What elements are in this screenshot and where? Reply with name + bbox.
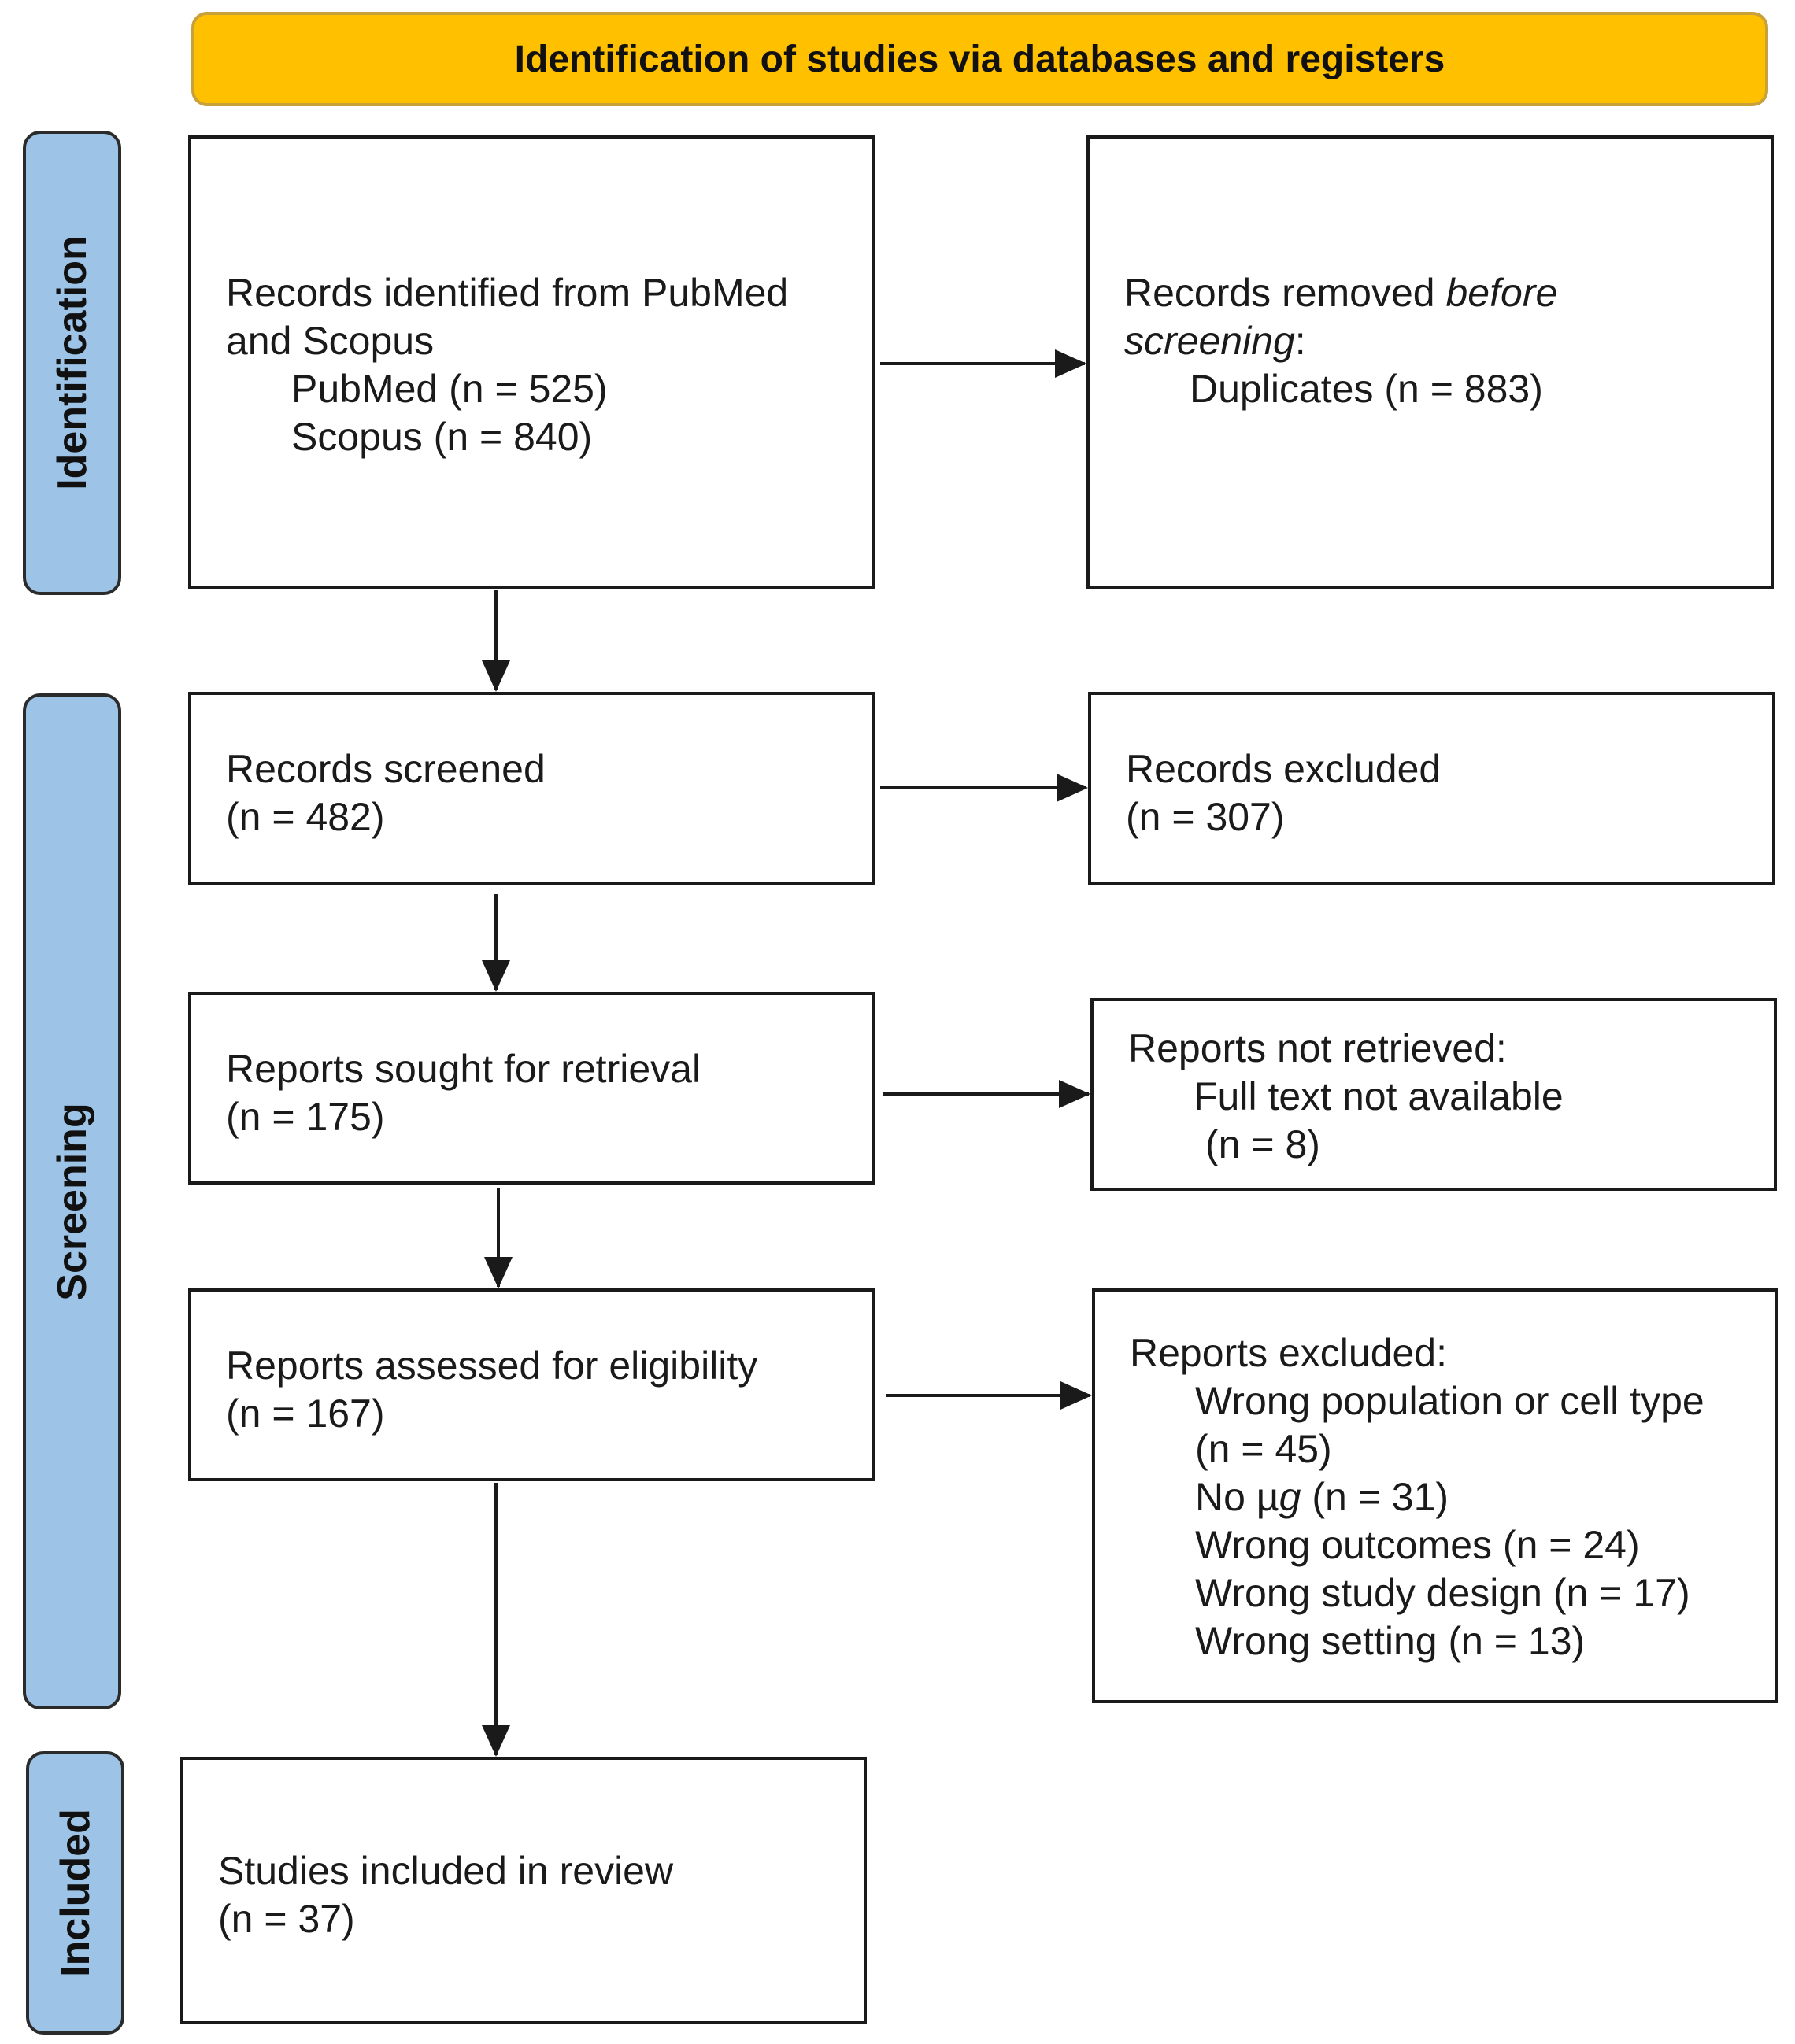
records-removed-heading-cont: screening: [1124, 317, 1557, 365]
exclusion-reason-2: No µg (n = 31) [1130, 1473, 1704, 1521]
records-excluded-count: (n = 307) [1126, 795, 1285, 839]
records-excluded-label: Records excluded [1126, 747, 1442, 791]
exclusion-reason-2-prefix: No µ [1195, 1475, 1279, 1519]
records-screened-count: (n = 482) [226, 795, 385, 839]
reports-sought-box: Reports sought for retrieval (n = 175) [188, 992, 875, 1185]
reports-assessed-label: Reports assessed for eligibility [226, 1344, 758, 1388]
exclusion-reason-1-count: (n = 45) [1195, 1427, 1332, 1471]
studies-included-label: Studies included in review [218, 1849, 674, 1893]
reports-not-retrieved-box: Reports not retrieved: Full text not ava… [1090, 998, 1777, 1191]
records-identified-box: Records identified from PubMed and Scopu… [188, 135, 875, 589]
reports-excluded-box: Reports excluded: Wrong population or ce… [1092, 1288, 1778, 1703]
reports-sought-label: Reports sought for retrieval [226, 1047, 701, 1091]
exclusion-reason-5: Wrong setting (n = 13) [1195, 1619, 1586, 1663]
studies-included-box: Studies included in review (n = 37) [180, 1757, 867, 2024]
records-removed-suffix: : [1294, 319, 1306, 363]
reports-assessed-count: (n = 167) [226, 1392, 385, 1436]
records-identified-line2: and Scopus [226, 319, 435, 363]
records-identified-line1: Records identified from PubMed [226, 271, 789, 315]
not-retrieved-count: (n = 8) [1205, 1122, 1320, 1166]
exclusion-reason-1: Wrong population or cell type [1195, 1379, 1704, 1423]
exclusion-reason-3: Wrong outcomes (n = 24) [1195, 1523, 1640, 1567]
exclusion-reason-2-count: (n = 31) [1301, 1475, 1449, 1519]
header-banner: Identification of studies via databases … [191, 12, 1768, 106]
phase-included: Included [26, 1751, 124, 2035]
exclusion-reason-2-emph: g [1279, 1475, 1301, 1519]
records-screened-label: Records screened [226, 747, 546, 791]
reports-excluded-label: Reports excluded: [1130, 1331, 1448, 1375]
records-removed-emph2: screening [1124, 319, 1295, 363]
phase-screening: Screening [23, 693, 121, 1709]
records-screened-box: Records screened (n = 482) [188, 692, 875, 885]
records-removed-emph1: before [1445, 271, 1558, 315]
studies-included-count: (n = 37) [218, 1897, 355, 1941]
reports-not-retrieved-label: Reports not retrieved: [1128, 1026, 1507, 1070]
records-removed-heading: Records removed before [1124, 269, 1557, 317]
records-excluded-box: Records excluded (n = 307) [1088, 692, 1775, 885]
full-text-reason: Full text not available [1194, 1074, 1564, 1118]
records-removed-prefix: Records removed [1124, 271, 1446, 315]
pubmed-count: PubMed (n = 525) [291, 367, 608, 411]
reports-assessed-box: Reports assessed for eligibility (n = 16… [188, 1288, 875, 1481]
duplicates-count: Duplicates (n = 883) [1190, 367, 1543, 411]
reports-sought-count: (n = 175) [226, 1095, 385, 1139]
exclusion-reason-4: Wrong study design (n = 17) [1195, 1571, 1690, 1615]
header-title: Identification of studies via databases … [514, 38, 1445, 80]
scopus-count: Scopus (n = 840) [291, 415, 593, 459]
records-removed-box: Records removed before screening: Duplic… [1086, 135, 1774, 589]
phase-identification: Identification [23, 131, 121, 595]
